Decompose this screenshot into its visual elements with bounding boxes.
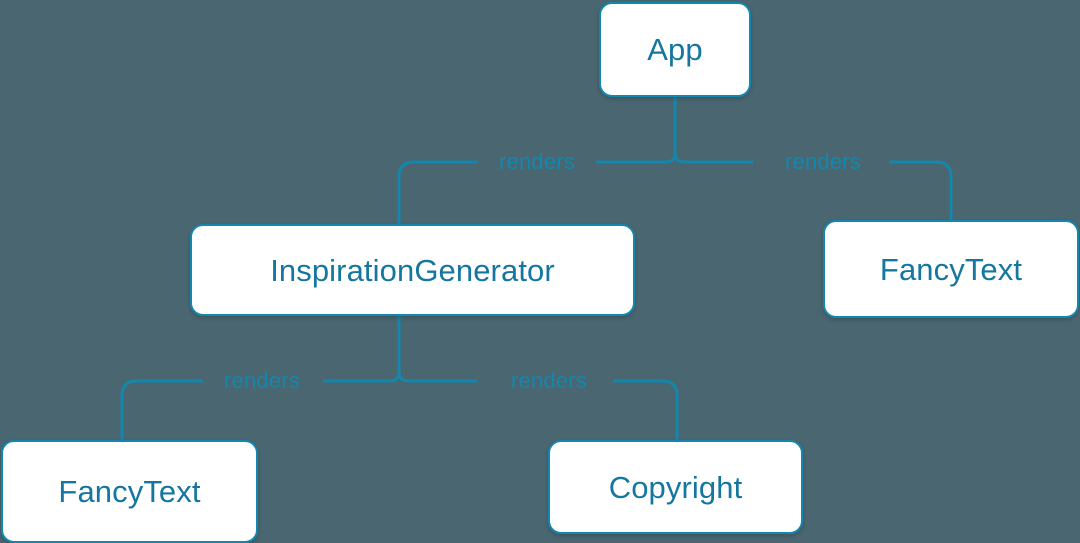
edge-app-to-fancytext-right xyxy=(889,160,953,220)
node-app[interactable]: App xyxy=(599,2,751,97)
node-fancytext-bottom[interactable]: FancyText xyxy=(1,440,258,543)
node-fancytext-bottom-label: FancyText xyxy=(58,474,201,509)
edge-inspiration-to-copyright xyxy=(613,379,679,440)
edge-label-inspiration-generator-to-copyright: renders xyxy=(511,368,587,393)
node-copyright-label: Copyright xyxy=(608,469,743,505)
node-inspiration-generator-label: InspirationGenerator xyxy=(270,252,555,288)
node-app-label: App xyxy=(647,32,703,67)
edge-junction2-right xyxy=(397,370,477,383)
edge-label-app-to-fancytext-right: renders xyxy=(785,149,861,174)
node-fancytext-right[interactable]: FancyText xyxy=(823,220,1079,318)
edge-label-app-to-inspiration-generator: renders xyxy=(499,149,575,174)
edge-label-inspiration-generator-to-fancytext-bottom: renders xyxy=(224,368,300,393)
node-fancytext-right-label: FancyText xyxy=(879,251,1023,287)
edge-junction-left xyxy=(596,151,677,164)
node-inspiration-generator[interactable]: InspirationGenerator xyxy=(190,224,635,316)
edge-junction2-left xyxy=(323,370,401,383)
edge-inspiration-to-fancytext-bottom xyxy=(120,379,203,440)
edge-app-to-inspiration xyxy=(397,160,478,224)
edge-junction-right xyxy=(673,151,753,164)
node-copyright[interactable]: Copyright xyxy=(548,440,803,534)
